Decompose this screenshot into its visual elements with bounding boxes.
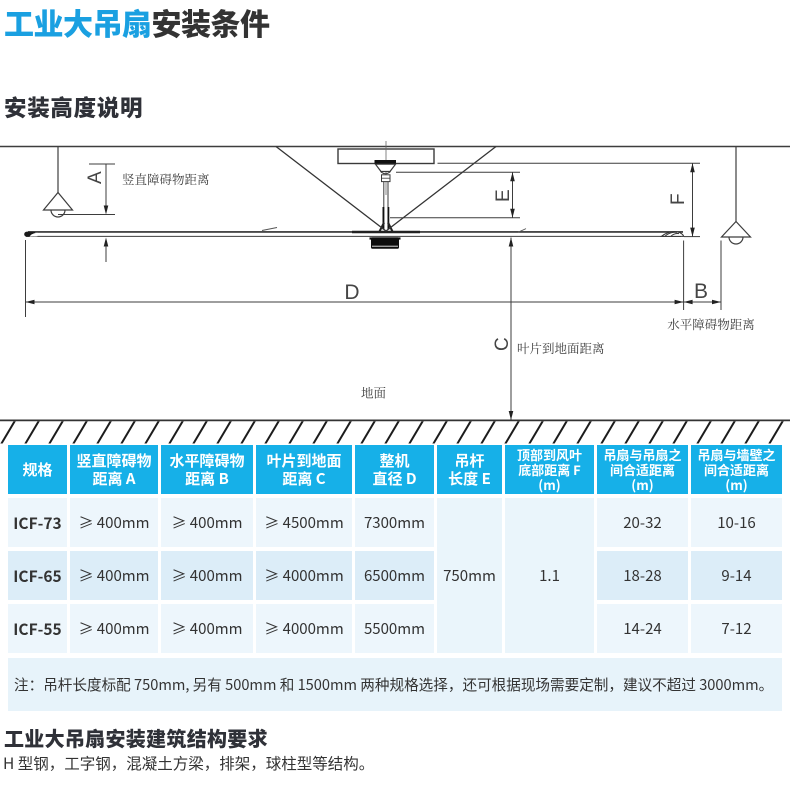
- svg-text:水平障碍物距离: 水平障碍物距离: [667, 315, 755, 333]
- svg-text:C: C: [492, 337, 513, 351]
- svg-text:地面: 地面: [361, 384, 386, 402]
- svg-text:E: E: [493, 189, 514, 202]
- svg-text:A: A: [85, 171, 106, 184]
- svg-text:竖直障碍物距离: 竖直障碍物距离: [122, 170, 210, 188]
- svg-text:F: F: [668, 193, 689, 205]
- svg-text:B: B: [694, 280, 708, 303]
- svg-text:D: D: [344, 281, 359, 304]
- svg-text:叶片到地面距离: 叶片到地面距离: [517, 339, 605, 357]
